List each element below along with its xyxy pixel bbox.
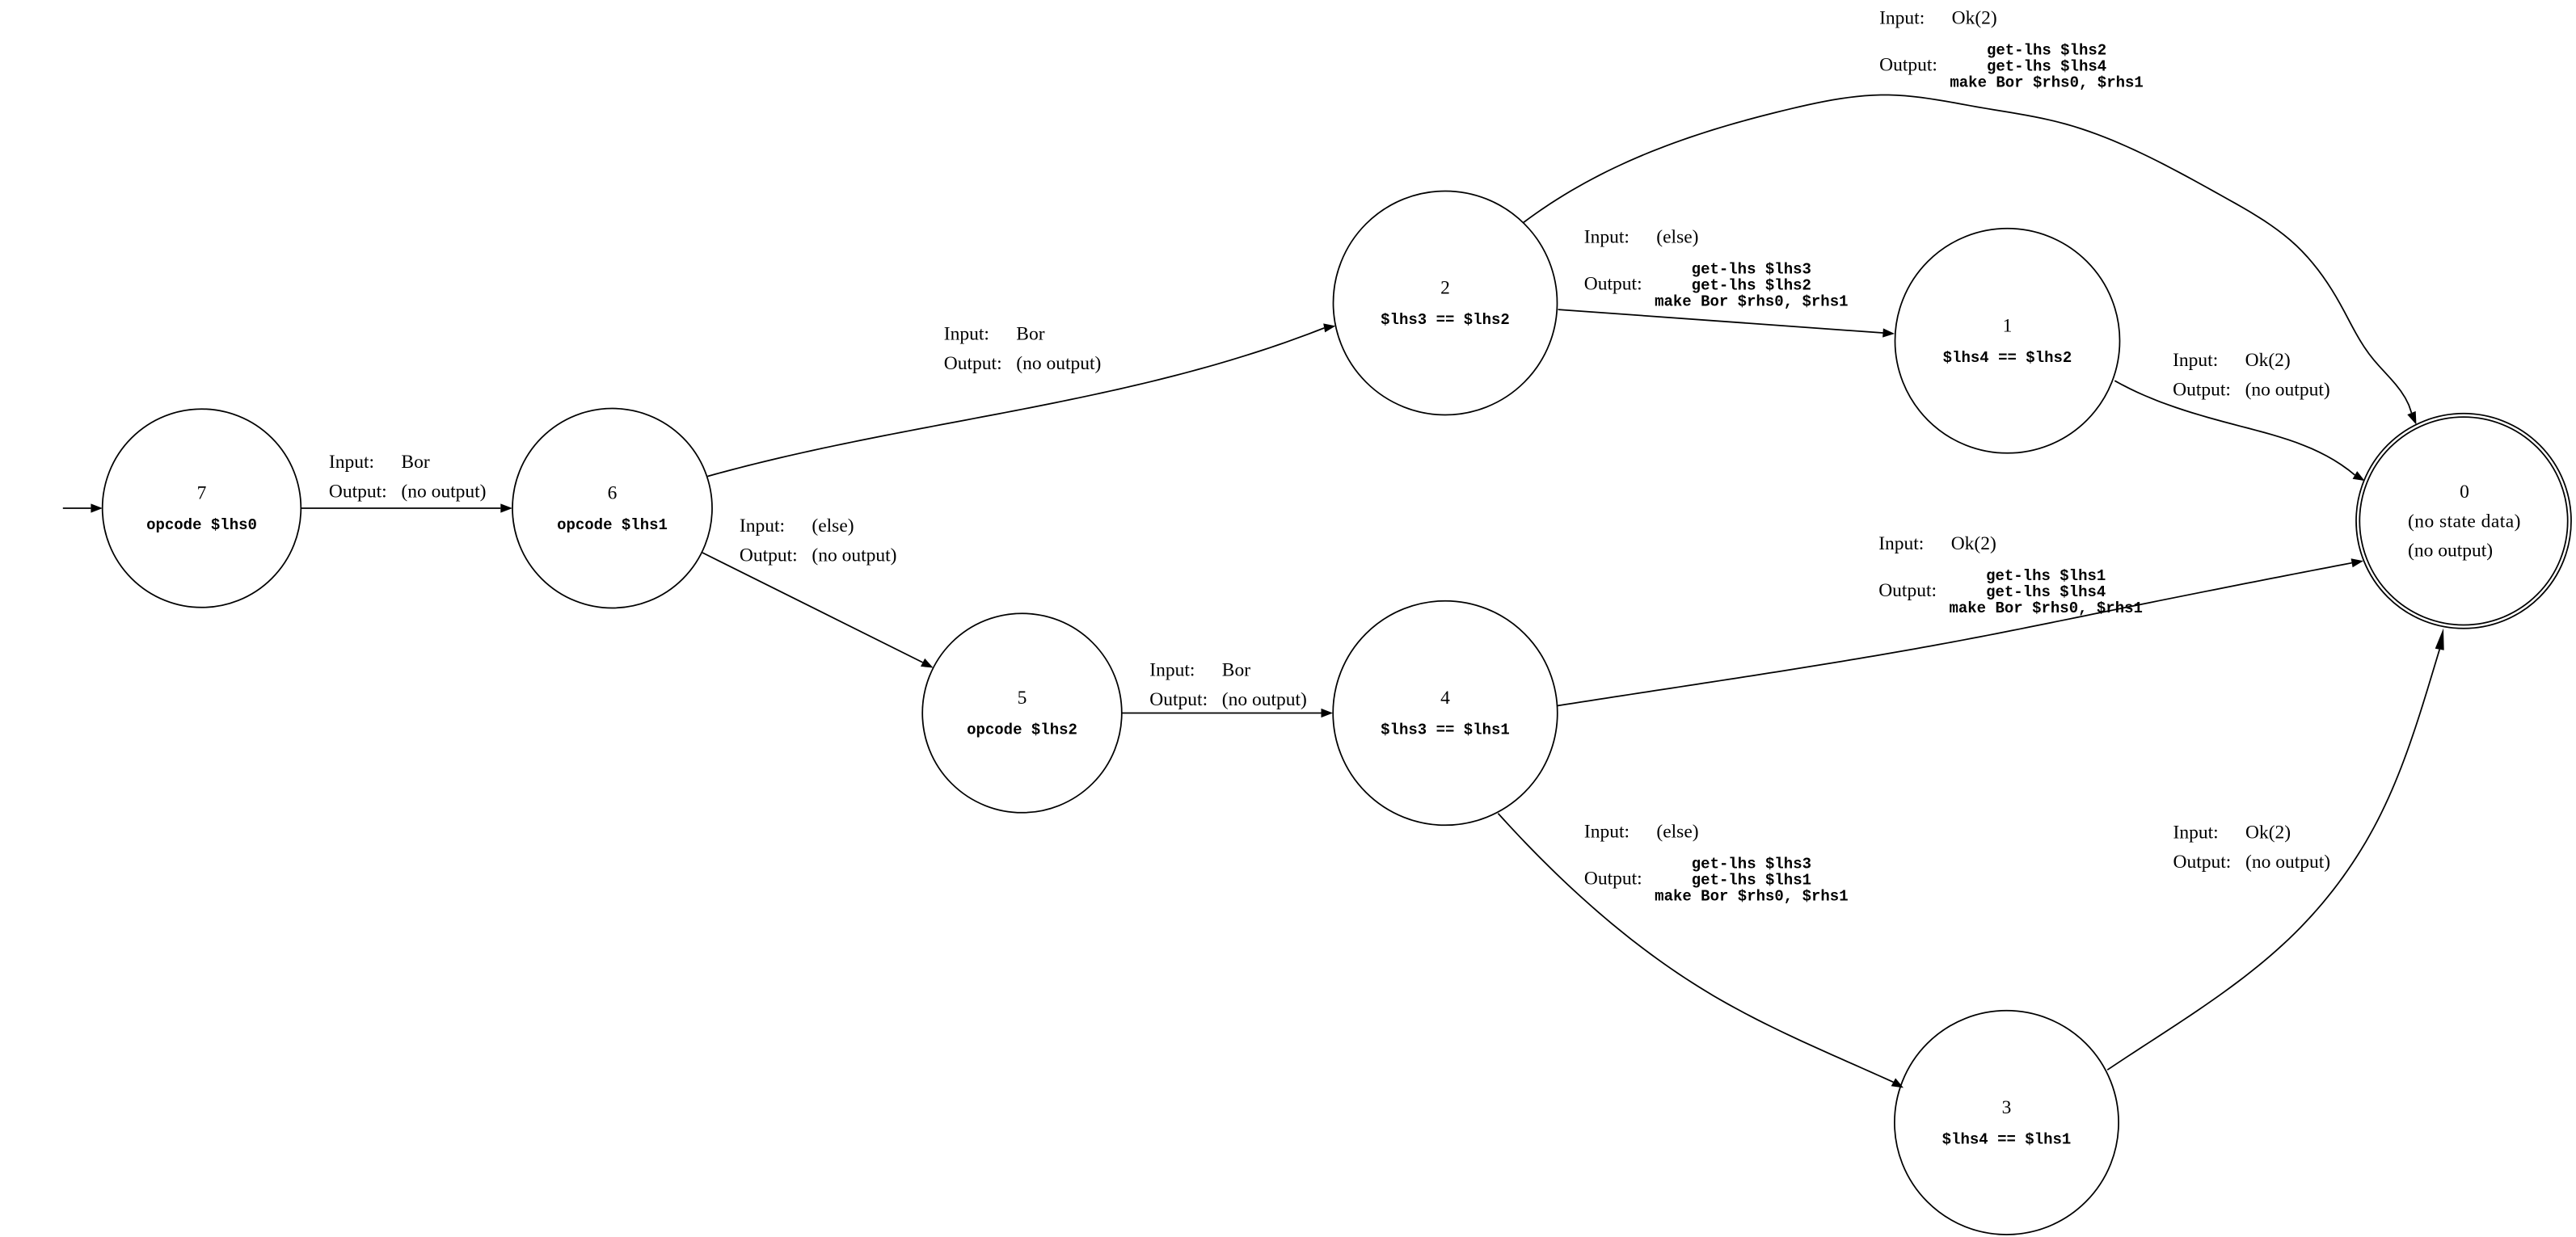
svg-text:get-lhs $lhs4: get-lhs $lhs4 [1986, 583, 2106, 601]
svg-text:5: 5 [1018, 688, 1027, 709]
svg-text:make Bor $rhs0, $rhs1: make Bor $rhs0, $rhs1 [1949, 600, 2142, 617]
svg-text:$lhs4 == $lhs1: $lhs4 == $lhs1 [1942, 1130, 2072, 1148]
svg-text:Output:: Output: [944, 353, 1002, 374]
svg-text:Ok(2): Ok(2) [1951, 533, 1996, 554]
svg-text:Ok(2): Ok(2) [2245, 822, 2291, 843]
svg-text:get-lhs $lhs1: get-lhs $lhs1 [1986, 567, 2106, 585]
svg-text:Output:: Output: [1584, 274, 1642, 295]
svg-text:(no output): (no output) [2408, 540, 2493, 561]
svg-text:opcode $lhs1: opcode $lhs1 [557, 516, 668, 534]
svg-text:Bor: Bor [1222, 660, 1250, 681]
svg-text:Output:: Output: [1878, 580, 1937, 601]
svg-text:(no output): (no output) [1016, 353, 1101, 374]
svg-text:$lhs3 == $lhs2: $lhs3 == $lhs2 [1381, 311, 1510, 329]
svg-text:opcode $lhs2: opcode $lhs2 [967, 722, 1077, 739]
svg-text:(no output): (no output) [1222, 689, 1307, 710]
svg-text:make Bor $rhs0, $rhs1: make Bor $rhs0, $rhs1 [1655, 293, 1848, 311]
svg-text:Input:: Input: [2173, 350, 2218, 371]
svg-text:Input:: Input: [944, 323, 989, 344]
svg-text:Ok(2): Ok(2) [1952, 8, 1997, 29]
svg-text:Output:: Output: [740, 545, 798, 566]
svg-text:get-lhs $lhs3: get-lhs $lhs3 [1692, 261, 1811, 279]
svg-text:(else): (else) [1656, 821, 1698, 842]
svg-text:(no output): (no output) [401, 482, 486, 503]
svg-text:get-lhs $lhs2: get-lhs $lhs2 [1987, 42, 2106, 60]
svg-text:1: 1 [2003, 315, 2013, 336]
svg-text:Output:: Output: [329, 482, 387, 503]
svg-text:7: 7 [197, 483, 207, 504]
svg-text:Output:: Output: [1584, 868, 1642, 889]
svg-text:Output:: Output: [2173, 380, 2231, 401]
svg-text:get-lhs $lhs4: get-lhs $lhs4 [1987, 58, 2106, 76]
svg-text:Output:: Output: [2173, 852, 2232, 873]
svg-text:Input:: Input: [2173, 822, 2219, 843]
svg-text:make Bor $rhs0, $rhs1: make Bor $rhs0, $rhs1 [1950, 74, 2143, 92]
svg-text:6: 6 [608, 483, 618, 504]
svg-text:2: 2 [1440, 278, 1450, 299]
svg-text:Bor: Bor [1016, 323, 1044, 344]
svg-text:opcode $lhs0: opcode $lhs0 [146, 516, 257, 534]
svg-text:get-lhs $lhs3: get-lhs $lhs3 [1692, 855, 1811, 873]
svg-text:$lhs3 == $lhs1: $lhs3 == $lhs1 [1381, 722, 1510, 739]
svg-text:get-lhs $lhs2: get-lhs $lhs2 [1692, 277, 1811, 295]
svg-text:make Bor $rhs0, $rhs1: make Bor $rhs0, $rhs1 [1655, 887, 1848, 905]
svg-text:3: 3 [2002, 1097, 2012, 1118]
svg-text:Output:: Output: [1149, 689, 1208, 710]
svg-text:Ok(2): Ok(2) [2245, 350, 2291, 371]
svg-text:get-lhs $lhs1: get-lhs $lhs1 [1692, 871, 1811, 889]
svg-text:4: 4 [1440, 688, 1450, 709]
svg-text:Output:: Output: [1879, 55, 1937, 76]
svg-text:Input:: Input: [329, 452, 374, 473]
svg-text:Input:: Input: [1584, 821, 1629, 842]
svg-text:(no state data): (no state data) [2408, 511, 2521, 532]
svg-text:(else): (else) [812, 515, 854, 536]
svg-text:Input:: Input: [1584, 227, 1629, 248]
svg-text:(no output): (no output) [812, 545, 896, 566]
svg-text:0: 0 [2460, 482, 2469, 503]
svg-text:Input:: Input: [1149, 660, 1195, 681]
svg-text:Bor: Bor [401, 452, 429, 473]
svg-text:(no output): (no output) [2245, 380, 2330, 401]
svg-text:(else): (else) [1656, 227, 1698, 248]
svg-text:$lhs4 == $lhs2: $lhs4 == $lhs2 [1943, 349, 2072, 367]
svg-text:Input:: Input: [740, 515, 785, 536]
svg-text:Input:: Input: [1878, 533, 1924, 554]
svg-text:Input:: Input: [1879, 8, 1925, 29]
svg-text:(no output): (no output) [2245, 852, 2330, 873]
